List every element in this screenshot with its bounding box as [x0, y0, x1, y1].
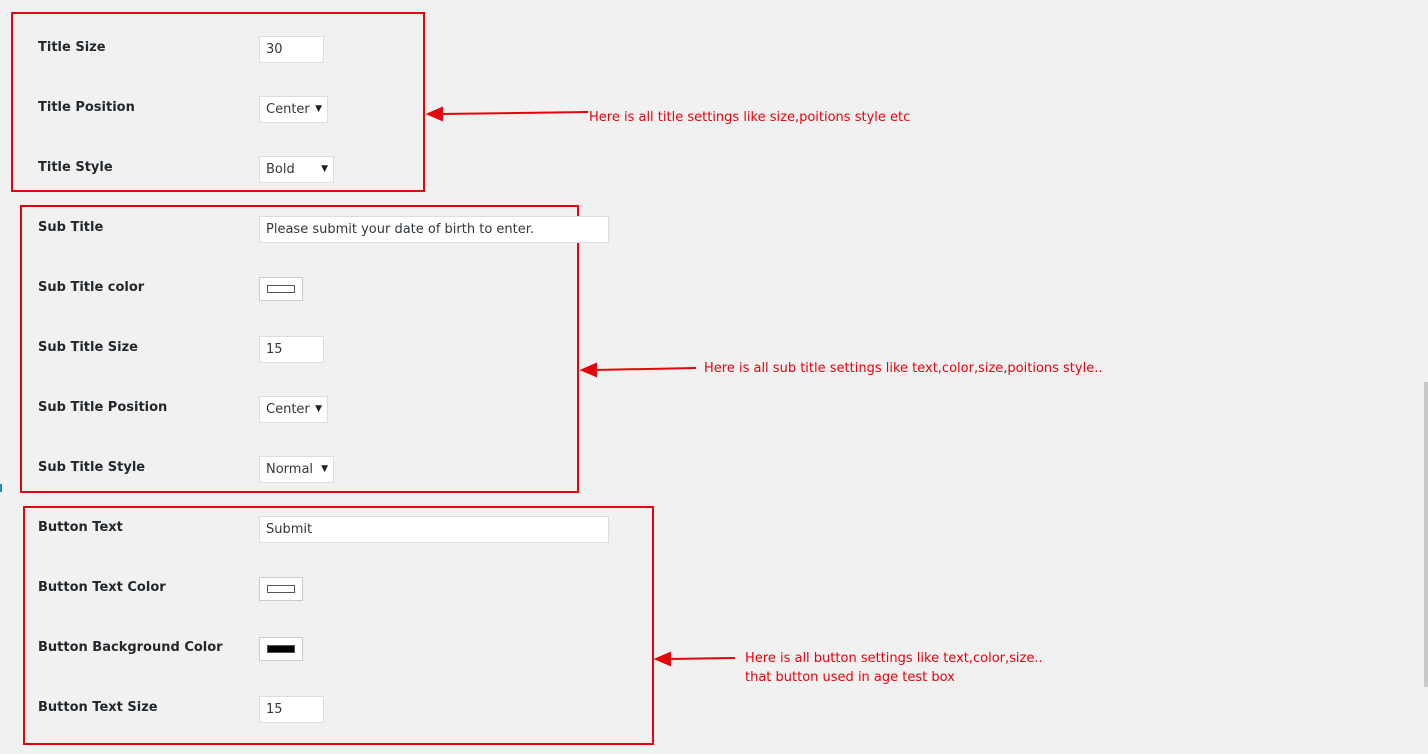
title-arrow-line [439, 111, 589, 115]
sub-title-size-input[interactable]: 15 [259, 336, 324, 363]
color-swatch [267, 585, 295, 593]
chevron-down-icon: ▼ [321, 464, 328, 474]
sub-title-position-label: Sub Title Position [38, 400, 168, 415]
sub-title-color-label: Sub Title color [38, 280, 145, 295]
sub-title-color-row: Sub Title color [38, 276, 303, 304]
button-text-size-label: Button Text Size [38, 700, 158, 715]
button-text-input[interactable]: Submit [259, 516, 609, 543]
button-text-color-label: Button Text Color [38, 580, 166, 595]
chevron-down-icon: ▼ [315, 104, 322, 114]
sub-title-position-select[interactable]: Center ▼ [259, 396, 328, 423]
sub-title-color-picker[interactable] [259, 277, 303, 301]
sub-title-style-label: Sub Title Style [38, 460, 146, 475]
chevron-down-icon: ▼ [321, 164, 328, 174]
title-style-selected: Bold [266, 162, 295, 177]
subtitle-settings-highlight-box [20, 205, 579, 493]
button-settings-highlight-box [23, 506, 654, 745]
title-size-input[interactable]: 30 [259, 36, 324, 63]
chevron-down-icon: ▼ [315, 404, 322, 414]
title-position-label: Title Position [38, 100, 135, 115]
sub-title-position-row: Sub Title Position Center ▼ [38, 396, 328, 424]
title-position-selected: Center [266, 102, 310, 117]
title-style-label: Title Style [38, 160, 113, 175]
title-settings-highlight-box [11, 12, 425, 192]
title-position-row: Title Position Center ▼ [38, 96, 328, 124]
title-arrow-head [425, 106, 443, 122]
title-size-label: Title Size [38, 40, 106, 55]
sub-title-label: Sub Title [38, 220, 104, 235]
button-background-color-row: Button Background Color [38, 636, 303, 664]
title-style-row: Title Style Bold ▼ [38, 156, 334, 184]
button-text-label: Button Text [38, 520, 123, 535]
sub-title-position-selected: Center [266, 402, 310, 417]
subtitle-arrow-head [579, 362, 597, 378]
button-arrow-line [667, 657, 736, 660]
sub-title-style-selected: Normal [266, 462, 314, 477]
color-swatch [267, 285, 295, 293]
color-swatch [267, 645, 295, 653]
button-background-color-picker[interactable] [259, 637, 303, 661]
button-text-color-row: Button Text Color [38, 576, 303, 604]
scrollbar[interactable] [1424, 382, 1428, 687]
button-arrow-head [653, 651, 671, 667]
subtitle-settings-annotation: Here is all sub title settings like text… [704, 361, 1103, 376]
left-edge-marker [0, 484, 2, 492]
button-background-color-label: Button Background Color [38, 640, 223, 655]
sub-title-input[interactable]: Please submit your date of birth to ente… [259, 216, 609, 243]
button-settings-annotation-line2: that button used in age test box [745, 670, 955, 685]
button-settings-annotation-line1: Here is all button settings like text,co… [745, 651, 1043, 666]
title-position-select[interactable]: Center ▼ [259, 96, 328, 123]
subtitle-arrow-line [593, 367, 697, 371]
button-text-size-input[interactable]: 15 [259, 696, 324, 723]
title-style-select[interactable]: Bold ▼ [259, 156, 334, 183]
title-settings-annotation: Here is all title settings like size,poi… [589, 110, 911, 125]
sub-title-style-row: Sub Title Style Normal ▼ [38, 456, 334, 484]
sub-title-size-label: Sub Title Size [38, 340, 138, 355]
button-text-color-picker[interactable] [259, 577, 303, 601]
sub-title-style-select[interactable]: Normal ▼ [259, 456, 334, 483]
